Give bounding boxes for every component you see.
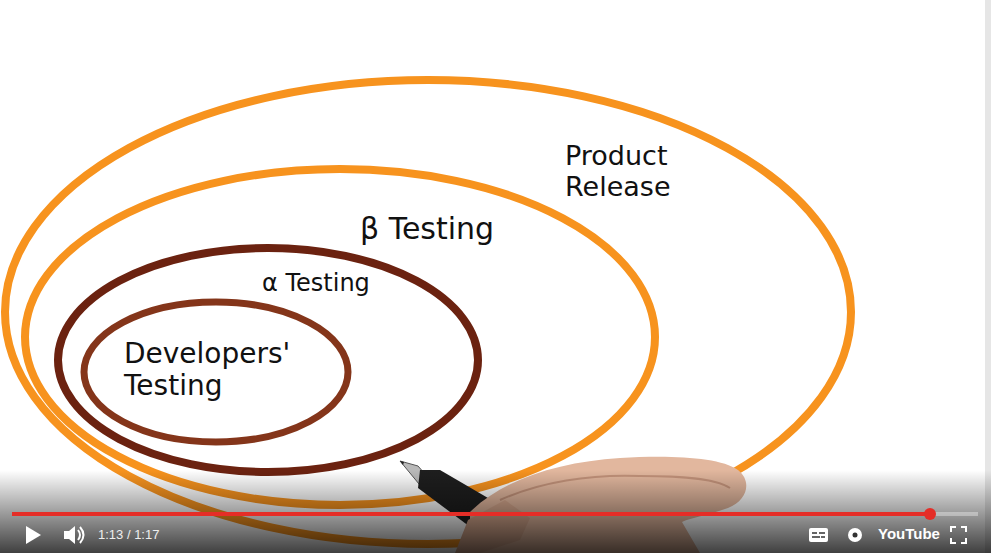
pen-point (400, 461, 404, 465)
settings-icon (848, 528, 862, 542)
ellipse-stroke (84, 302, 348, 442)
stage-label: Developers' Testing (124, 338, 304, 402)
stage-ellipse: β Testingα TestingDevelopers' Testing (25, 169, 655, 505)
youtube-logo: YouTube (878, 525, 940, 542)
stage-ellipse: α TestingDevelopers' Testing (58, 248, 478, 472)
progress-knob (924, 508, 936, 520)
settings-hole (853, 533, 858, 538)
stage-label: Product Release (565, 140, 715, 202)
subtitles-lines (812, 533, 825, 537)
video-time: 1:13 / 1:17 (98, 527, 159, 542)
ellipse-stroke (25, 169, 655, 505)
subtitles-icon (809, 528, 828, 542)
player-shade (0, 470, 991, 553)
ellipse-outline (25, 169, 655, 505)
progress-track (12, 512, 978, 516)
stage-ellipse: Developers' Testing (84, 302, 348, 442)
stage-label: β Testing (360, 212, 494, 247)
stage-label: α Testing (262, 270, 370, 298)
volume-waves (78, 527, 84, 543)
fullscreen-icon (951, 527, 966, 543)
volume-icon (64, 526, 75, 544)
progress-played (12, 512, 930, 516)
play-icon (26, 526, 41, 544)
ellipse-stroke (58, 248, 478, 472)
